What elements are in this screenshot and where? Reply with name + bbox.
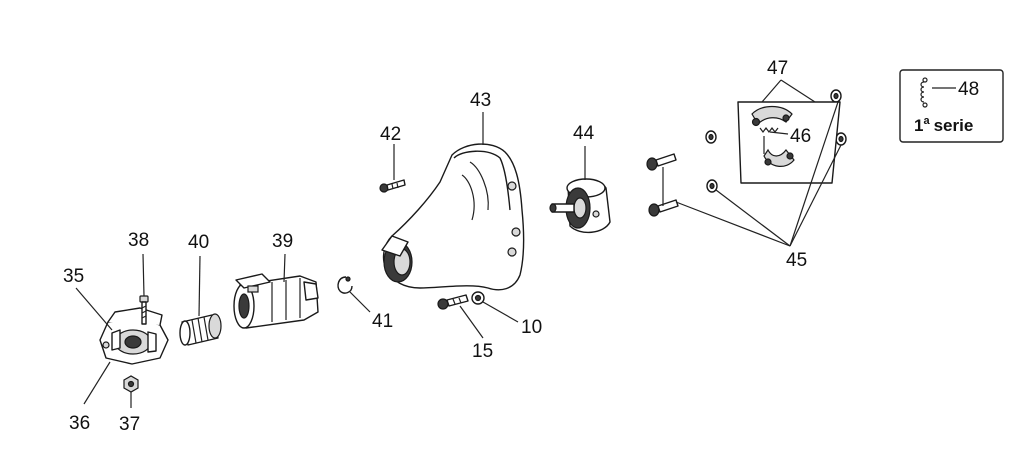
part-39-tube-coupling [233, 273, 319, 329]
callout-37: 37 [119, 414, 140, 435]
part-48-spring-icon [920, 77, 928, 108]
callout-38: 38 [128, 230, 149, 251]
callout-numbers: 35 36 37 38 40 39 41 42 43 15 10 44 45 4… [63, 58, 811, 435]
callout-36: 36 [69, 413, 90, 434]
part-47-clutch-shoes [737, 101, 841, 184]
callout-44: 44 [573, 123, 595, 144]
callout-43: 43 [470, 90, 491, 111]
callout-47: 47 [767, 58, 788, 79]
part-15-bolt [437, 294, 469, 310]
series-number: 1 [914, 116, 923, 135]
callout-39: 39 [272, 231, 293, 252]
part-45-screws-washers [646, 89, 847, 217]
part-43-clutch-housing [381, 143, 525, 291]
callout-35: 35 [63, 266, 84, 287]
leader-lines [75, 79, 842, 408]
callout-10: 10 [521, 317, 542, 338]
series-superscript: a [923, 115, 930, 127]
part-40-bushing [179, 313, 222, 346]
series-word: serie [934, 116, 974, 135]
part-41-circlip [337, 276, 353, 294]
callout-42: 42 [380, 124, 401, 145]
part-38-screw [139, 295, 149, 325]
callout-46: 46 [790, 126, 811, 147]
callout-41: 41 [372, 311, 393, 332]
callout-45: 45 [786, 250, 807, 271]
part-35-drive-hub [99, 307, 169, 365]
part-42-bolt [379, 179, 406, 193]
part-44-clutch-drum [549, 178, 611, 233]
callout-48: 48 [958, 79, 979, 100]
callout-40: 40 [188, 232, 209, 253]
callout-15: 15 [472, 341, 493, 362]
part-37-nut [123, 375, 139, 393]
part-10-washer [471, 291, 485, 305]
